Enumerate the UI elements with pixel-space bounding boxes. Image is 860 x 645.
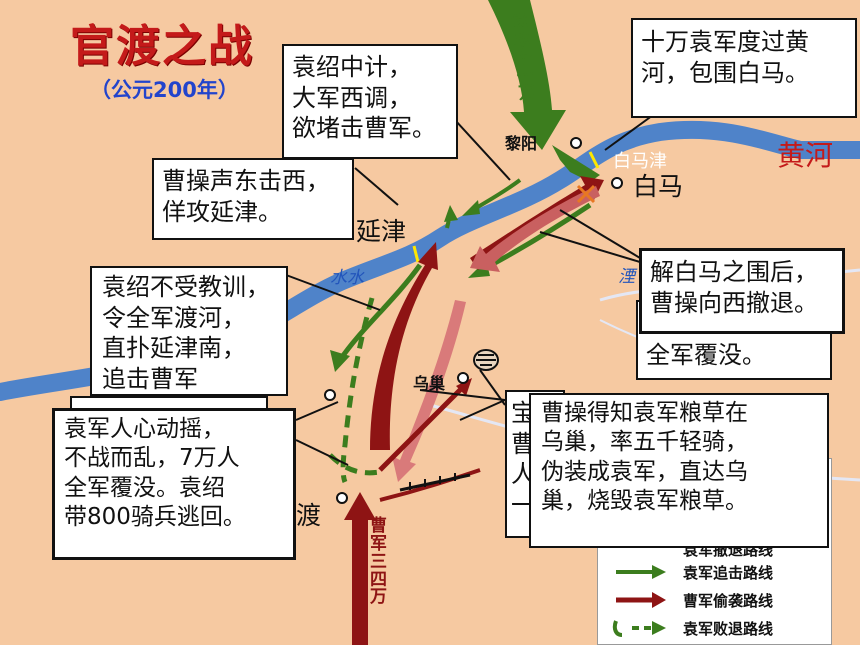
cao-withdraw-arrow xyxy=(470,186,600,272)
yuan-crossing-arrow xyxy=(552,145,600,182)
callout-line: 乌巢，率五千轻骑， xyxy=(541,429,748,456)
legend-label: 袁军追击路线 xyxy=(683,564,774,582)
place-label-huanghe: 黄河 xyxy=(777,139,834,172)
callout-yuan-collapse: 袁军人心动摇， 不战而乱，7万人 全军覆没。袁绍 带800骑兵逃回。 xyxy=(52,408,296,560)
west-town-marker xyxy=(324,389,336,401)
callout-line: 袁绍中计， xyxy=(292,53,412,81)
cao-south-force-arrow xyxy=(344,492,376,645)
place-label-yanjin: 延津 xyxy=(356,217,407,246)
place-label-partial: 湮 xyxy=(618,267,635,287)
map-title: 官渡之战 xyxy=(70,21,254,72)
callout-line: 河，包围白马。 xyxy=(641,58,809,87)
yanjin-ford-mark xyxy=(412,245,420,263)
cao-counter-arrow xyxy=(379,468,481,502)
callout-cao-raid: 曹操得知袁军粮草在 乌巢，率五千轻骑， 伪装成袁军，直达乌 巢，烧毁袁军粮草。 xyxy=(529,393,829,548)
green-arrow-icon xyxy=(616,565,666,579)
callout-line: 伪装成袁军，直达乌 xyxy=(541,458,748,485)
callout-line: 解白马之围后， xyxy=(650,258,818,286)
callout-line: 大军西调， xyxy=(292,83,412,112)
callout-line: 曹操向西撤退。 xyxy=(650,288,818,317)
liyang-marker xyxy=(570,137,582,149)
yuan-defeat-line xyxy=(340,297,375,483)
legend-label: 袁军败退路线 xyxy=(683,620,774,638)
callout-line: 欲堵击曹军。 xyxy=(292,114,436,143)
yuan-south-pursuit-head xyxy=(330,350,350,372)
callout-line: 追击曹军 xyxy=(102,365,198,394)
red-arrow-icon xyxy=(616,592,666,608)
dashed-arrow-icon xyxy=(612,620,666,637)
place-label-liyang: 黎阳 xyxy=(505,134,538,153)
callout-yuanshao-plan: 袁绍中计， 大军西调， 欲堵击曹军。 xyxy=(282,44,458,159)
legend-row-raid: 曹军偷袭路线 xyxy=(598,587,831,613)
legend-row-defeat: 袁军败退路线 xyxy=(598,615,831,641)
yuan-defeat-line-2 xyxy=(328,453,381,476)
callout-line: 曹操声东击西， xyxy=(162,167,330,195)
callout-line: 十万袁军度过黄 xyxy=(641,28,809,56)
callout-line: 佯攻延津。 xyxy=(162,197,282,226)
callout-yuanshao-pursue: 袁绍不受教训， 令全军渡河， 直扑延津南， 追击曹军 xyxy=(90,266,288,396)
baimajin-ford-mark xyxy=(588,151,600,169)
granary-icon xyxy=(473,349,499,371)
legend-row-pursuit: 袁军追击路线 xyxy=(598,559,831,585)
callout-line: 巢，烧毁袁军粮草。 xyxy=(541,488,748,515)
callout-line: 不战而乱，7万人 xyxy=(64,445,240,472)
callout-line: 带800骑兵逃回。 xyxy=(64,504,246,531)
callout-line: 曹操得知袁军粮草在 xyxy=(541,400,748,426)
yuan-main-force-arrow xyxy=(488,0,566,150)
callout-line: 直扑延津南， xyxy=(102,334,246,363)
cao-main-arrow xyxy=(370,242,438,450)
place-label-shuishui: 水水 xyxy=(330,268,364,288)
callout-line: 全军覆没。 xyxy=(646,341,766,369)
yuan-south-pursuit xyxy=(337,263,423,362)
yuan-pursuit-head-2 xyxy=(444,205,458,222)
battle-mark xyxy=(399,473,471,492)
place-label-baima: 白马 xyxy=(633,172,684,201)
place-label-baimajin: 白马津 xyxy=(613,151,667,172)
callout-yuan-cross: 十万袁军度过黄 河，包围白马。 xyxy=(631,18,857,118)
callout-cao-feint: 曹操声东击西， 佯攻延津。 xyxy=(152,158,354,240)
legend-label: 曹军偷袭路线 xyxy=(683,592,774,610)
map-subtitle: （公元200年） xyxy=(90,78,239,102)
callout-line: 袁军人心动摇， xyxy=(64,416,225,442)
place-label-wuchao: 乌巢 xyxy=(413,374,446,393)
cao-army-label: 曹军三四万 xyxy=(370,516,387,608)
guandu-marker xyxy=(336,492,348,504)
cao-raid-arrow xyxy=(378,383,467,472)
callout-line: 令全军渡河， xyxy=(102,303,246,332)
baima-marker xyxy=(611,177,623,189)
cao-raid-head xyxy=(456,378,472,396)
place-label-du: 渡 xyxy=(296,501,322,530)
callout-line: 袁绍不受教训， xyxy=(102,273,270,301)
callout-cao-withdraw: 解白马之围后， 曹操向西撤退。 xyxy=(639,248,845,334)
yuan-west-move-head xyxy=(462,200,480,216)
battle-mark-ticks xyxy=(409,473,456,490)
callout-line: 全军覆没。袁绍 xyxy=(64,474,225,501)
clash-mark xyxy=(576,184,596,204)
wuchao-marker xyxy=(457,372,469,384)
